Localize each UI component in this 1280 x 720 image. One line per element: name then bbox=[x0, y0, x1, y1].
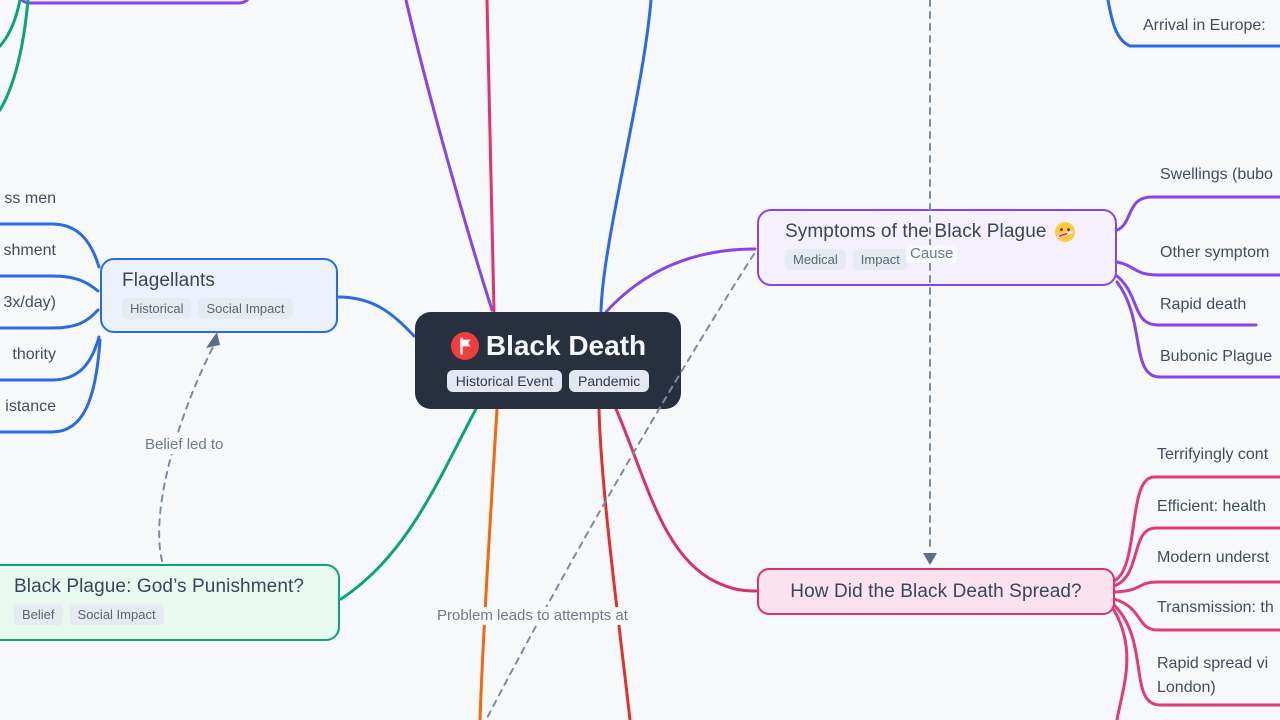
child-label-symptom-1[interactable]: Swellings (bubo bbox=[1160, 166, 1273, 183]
edge-symptom-child-4 bbox=[1115, 280, 1280, 379]
edge-flagellants-child-5 bbox=[0, 338, 102, 434]
tag-historical-event[interactable]: Historical Event bbox=[446, 369, 562, 392]
edge-green-topleft-1 bbox=[0, 0, 22, 48]
edge-root-top-right bbox=[599, 0, 653, 313]
child-label-flagellants-5[interactable]: istance bbox=[5, 398, 56, 415]
tag-social-impact[interactable]: Social Impact bbox=[69, 604, 164, 625]
child-label-spread-4[interactable]: Transmission: th bbox=[1157, 599, 1274, 616]
child-label-flagellants-1[interactable]: ss men bbox=[4, 190, 56, 207]
node-spread[interactable]: How Did the Black Death Spread? bbox=[757, 568, 1115, 615]
root-tags: Historical Event Pandemic bbox=[446, 369, 650, 392]
edge-spread-child-3 bbox=[1112, 580, 1280, 594]
node-title: Black Plague: God’s Punishment? bbox=[14, 576, 305, 597]
edge-flagellants-child-2 bbox=[0, 274, 100, 293]
child-label-flagellants-4[interactable]: thority bbox=[12, 346, 56, 363]
edge-symptom-child-1 bbox=[1115, 195, 1280, 232]
edge-spread-child-1 bbox=[1112, 475, 1280, 583]
edge-spread-child-5 bbox=[1112, 603, 1280, 707]
face-with-thermometer-emoji bbox=[1054, 221, 1076, 243]
edge-root-symptoms bbox=[604, 247, 757, 314]
child-label-spread-3[interactable]: Modern underst bbox=[1157, 549, 1270, 566]
edge-spread-child-2 bbox=[1112, 526, 1280, 588]
edge-spread-child-4 bbox=[1112, 597, 1280, 632]
edge-flagellants-root bbox=[336, 295, 416, 338]
edge-flagellants-child-1 bbox=[0, 222, 101, 269]
child-label-spread-1[interactable]: Terrifyingly cont bbox=[1157, 446, 1269, 463]
edge-root-gods bbox=[339, 407, 478, 601]
child-label-spread-2[interactable]: Efficient: health bbox=[1157, 498, 1267, 515]
cutoff-node-top-left bbox=[19, 0, 250, 5]
child-label-arrival-europe[interactable]: Arrival in Europe: bbox=[1143, 17, 1266, 34]
root-title: Black Death bbox=[485, 329, 647, 361]
relationship-label-problem[interactable]: Problem leads to attempts at bbox=[433, 607, 632, 625]
child-label-flagellants-3[interactable]: 3x/day) bbox=[3, 294, 56, 311]
node-title: How Did the Black Death Spread? bbox=[790, 580, 1082, 602]
edge-purple-top bbox=[404, 0, 494, 312]
tag-pandemic[interactable]: Pandemic bbox=[569, 369, 650, 392]
flag-icon bbox=[450, 331, 480, 361]
node-title: Symptoms of the Black Plague bbox=[785, 221, 1047, 242]
tag-belief[interactable]: Belief bbox=[14, 604, 63, 625]
edge-symptom-child-3 bbox=[1115, 274, 1258, 327]
child-label-line1: Rapid spread vi bbox=[1157, 655, 1269, 672]
edge-flagellants-child-4 bbox=[0, 335, 101, 382]
child-label-line2: London) bbox=[1157, 679, 1216, 696]
node-gods-punishment[interactable]: Black Plague: God’s Punishment? Belief S… bbox=[0, 564, 340, 641]
relationship-label-cause[interactable]: Cause bbox=[906, 245, 958, 263]
node-flagellants[interactable]: Flagellants Historical Social Impact bbox=[100, 258, 338, 333]
child-label-symptom-3[interactable]: Rapid death bbox=[1160, 296, 1247, 313]
edge-arrival-child bbox=[1106, 0, 1280, 48]
child-label-symptom-4[interactable]: Bubonic Plague bbox=[1160, 348, 1273, 365]
edge-green-topleft-2 bbox=[0, 0, 30, 112]
tag-historical[interactable]: Historical bbox=[122, 298, 192, 319]
tag-medical[interactable]: Medical bbox=[785, 249, 846, 270]
child-label-flagellants-2[interactable]: shment bbox=[3, 242, 56, 259]
edge-crimson-top bbox=[485, 0, 496, 313]
edge-orange-bottom bbox=[478, 407, 499, 720]
edge-flagellants-child-3 bbox=[0, 308, 100, 330]
node-title: Flagellants bbox=[122, 270, 215, 291]
edge-symptom-child-2 bbox=[1115, 260, 1280, 277]
node-root-black-death[interactable]: Black Death Historical Event Pandemic bbox=[415, 312, 681, 409]
relationship-label-belief[interactable]: Belief led to bbox=[141, 436, 228, 454]
edge-root-spread bbox=[614, 407, 758, 593]
edge-red-bottom bbox=[597, 407, 632, 720]
child-label-symptom-2[interactable]: Other symptom bbox=[1160, 244, 1270, 261]
tag-social-impact[interactable]: Social Impact bbox=[198, 298, 293, 319]
tag-impact[interactable]: Impact bbox=[852, 249, 908, 270]
edge-spread-child-6 bbox=[1112, 608, 1129, 720]
child-label-spread-5[interactable]: Rapid spread vi London) bbox=[1157, 652, 1268, 700]
